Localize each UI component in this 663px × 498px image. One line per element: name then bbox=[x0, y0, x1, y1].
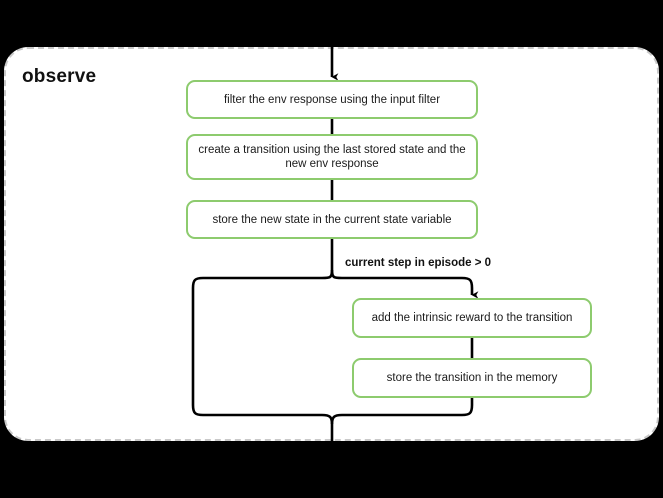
node-add-intrinsic-reward[interactable]: add the intrinsic reward to the transiti… bbox=[352, 298, 592, 338]
node-label: filter the env response using the input … bbox=[223, 93, 441, 106]
node-label: create a transition using the last store… bbox=[198, 144, 466, 170]
node-create-transition[interactable]: create a transition using the last store… bbox=[186, 134, 478, 180]
page-title: observe bbox=[22, 66, 97, 87]
node-label: add the intrinsic reward to the transiti… bbox=[371, 312, 573, 324]
node-store-transition-memory[interactable]: store the transition in the memory bbox=[352, 358, 592, 398]
node-filter-env-response[interactable]: filter the env response using the input … bbox=[186, 80, 478, 119]
branch-condition-label: current step in episode > 0 bbox=[345, 257, 492, 269]
node-store-new-state[interactable]: store the new state in the current state… bbox=[186, 200, 478, 239]
node-label: store the new state in the current state… bbox=[212, 213, 452, 226]
node-label: store the transition in the memory bbox=[386, 372, 558, 384]
